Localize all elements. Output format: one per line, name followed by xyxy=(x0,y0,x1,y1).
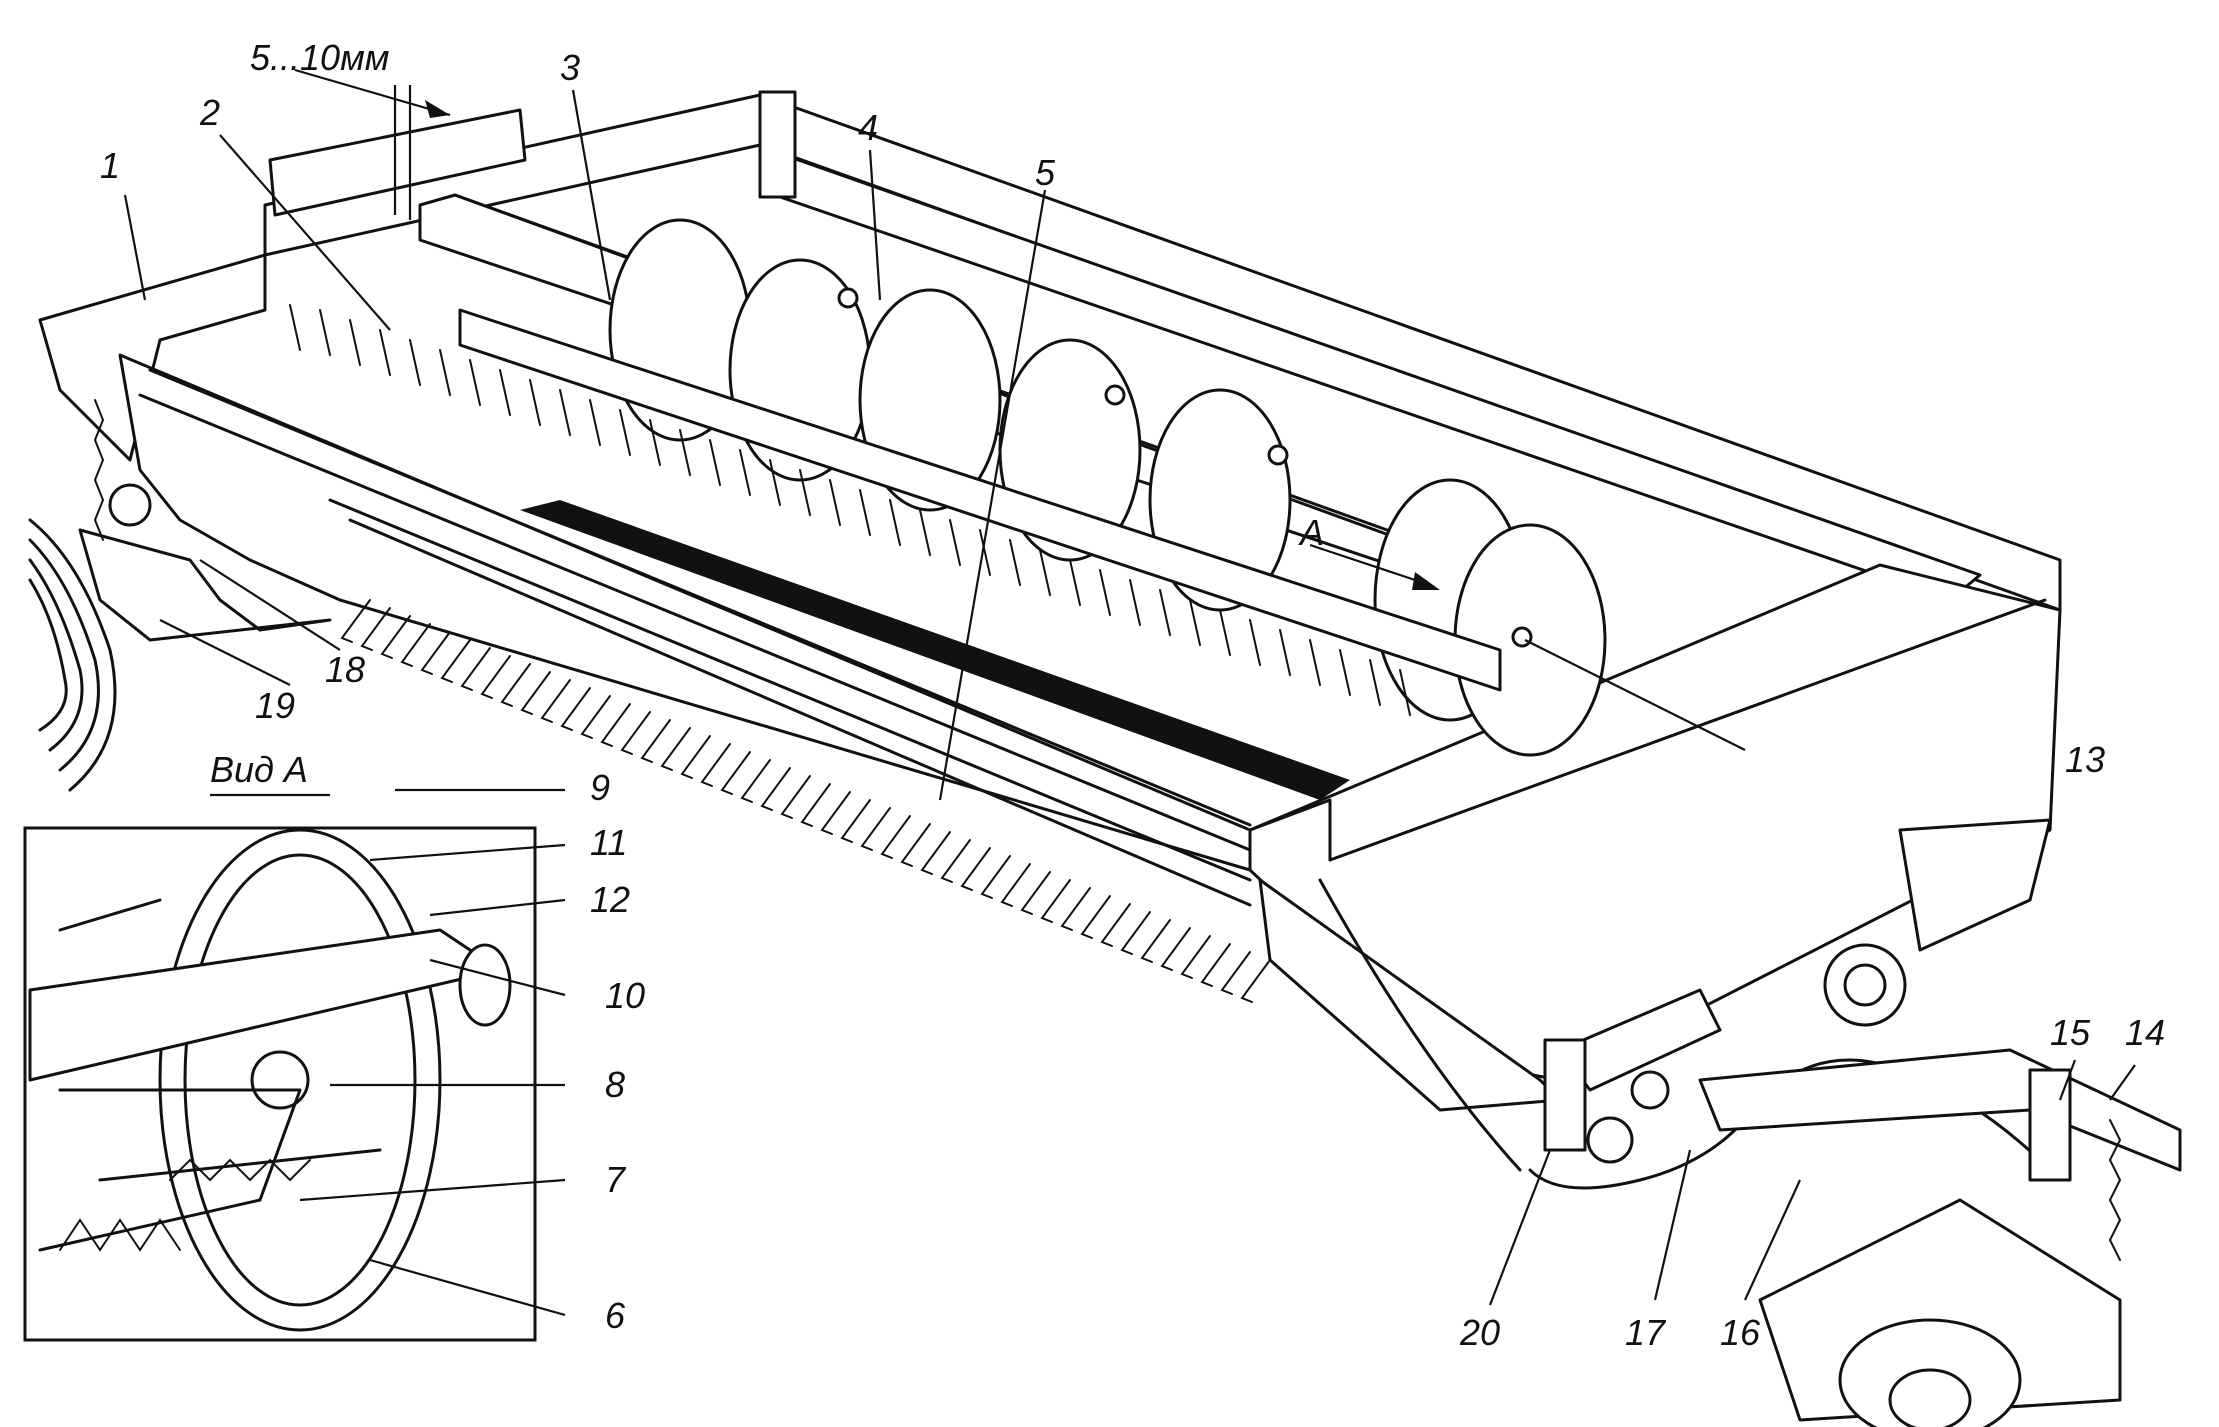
pickup-tine xyxy=(1100,903,1131,947)
pickup-tine xyxy=(900,823,931,867)
pickup-tine xyxy=(420,631,451,675)
pickup-tine xyxy=(660,727,691,771)
callout-labels: 1 2 3 4 5 6 7 8 9 10 11 12 13 14 15 16 1… xyxy=(100,47,2165,1353)
pickup-tine xyxy=(960,847,991,891)
pickup-tine xyxy=(980,855,1011,899)
pickup-tine xyxy=(740,759,771,803)
pickup-tine xyxy=(1240,959,1271,1003)
callout-5: 5 xyxy=(1035,152,1056,193)
callout-9: 9 xyxy=(590,767,610,808)
rear-tine-row xyxy=(289,304,1411,716)
pickup-tine xyxy=(480,655,511,699)
dimension-note: 5...10мм xyxy=(250,37,389,78)
callout-13: 13 xyxy=(2065,739,2105,780)
callout-1: 1 xyxy=(100,145,120,186)
callout-3: 3 xyxy=(560,47,580,88)
pickup-tine xyxy=(920,831,951,875)
callout-8: 8 xyxy=(605,1064,625,1105)
dimension-marker: 5...10мм xyxy=(250,37,451,220)
pickup-tine xyxy=(700,743,731,787)
callout-15: 15 xyxy=(2050,1012,2091,1053)
callout-6: 6 xyxy=(605,1295,626,1336)
pickup-tine xyxy=(860,807,891,851)
pickup-tine xyxy=(780,775,811,819)
callout-17: 17 xyxy=(1625,1312,1667,1353)
pickup-tine xyxy=(380,615,411,659)
pickup-tine xyxy=(400,623,431,667)
header-frame xyxy=(38,90,2062,1112)
pickup-tine xyxy=(820,791,851,835)
pickup-tine xyxy=(520,671,551,715)
tractor-drawbar xyxy=(1698,1048,2182,1427)
pickup-tine xyxy=(1000,863,1031,907)
pickup-tine xyxy=(360,607,391,651)
front-pickup-tines xyxy=(340,599,1271,1003)
callout-7: 7 xyxy=(605,1159,627,1200)
leader-lines xyxy=(123,89,2136,1317)
pickup-tine xyxy=(340,599,371,643)
pickup-tine xyxy=(460,647,491,691)
pickup-tine xyxy=(880,815,911,859)
pickup-tine xyxy=(940,839,971,883)
callout-18: 18 xyxy=(325,649,365,690)
pickup-tine xyxy=(1140,919,1171,963)
pickup-tine xyxy=(1120,911,1151,955)
callout-20: 20 xyxy=(1459,1312,1500,1353)
pickup-tine xyxy=(1160,927,1191,971)
pickup-tine xyxy=(440,639,471,683)
flow-arrow: А xyxy=(1298,512,1440,590)
pickup-tine xyxy=(1040,879,1071,923)
auger-discs xyxy=(458,218,1607,757)
pickup-tine xyxy=(1080,895,1111,939)
pickup-tine xyxy=(1200,943,1231,987)
pickup-tine xyxy=(600,703,631,747)
pickup-tine xyxy=(640,719,671,763)
callout-4: 4 xyxy=(858,107,878,148)
pickup-tine xyxy=(560,687,591,731)
pickup-tine xyxy=(800,783,831,827)
left-wheel xyxy=(28,399,332,792)
pickup-tine xyxy=(1060,887,1091,931)
view-title: Вид А xyxy=(210,749,308,790)
callout-19: 19 xyxy=(255,685,295,726)
pickup-tine xyxy=(540,679,571,723)
callout-10: 10 xyxy=(605,975,645,1016)
pickup-tine xyxy=(840,799,871,843)
pickup-tine xyxy=(1180,935,1211,979)
pickup-tine xyxy=(680,735,711,779)
pickup-tine xyxy=(1220,951,1251,995)
pickup-tine xyxy=(620,711,651,755)
pickup-tine xyxy=(1020,871,1051,915)
pickup-tine xyxy=(720,751,751,795)
callout-16: 16 xyxy=(1720,1312,1761,1353)
pickup-tine xyxy=(580,695,611,739)
callout-11: 11 xyxy=(590,822,627,863)
callout-2: 2 xyxy=(199,92,220,133)
pickup-tine xyxy=(760,767,791,811)
pickup-tine xyxy=(500,663,531,707)
callout-12: 12 xyxy=(590,879,630,920)
flow-label: А xyxy=(1298,512,1324,553)
callout-14: 14 xyxy=(2125,1012,2165,1053)
